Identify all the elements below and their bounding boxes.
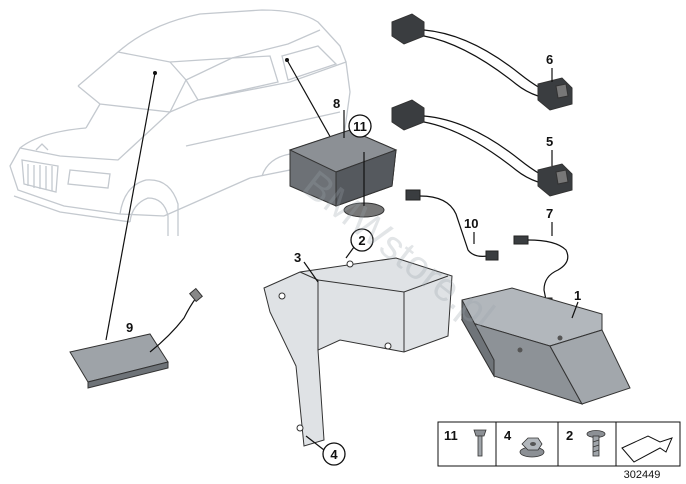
leader-line-8: [286, 59, 333, 141]
callout-10: 10: [464, 216, 478, 231]
part-8-control-unit: [288, 129, 398, 218]
leader-line-1: [571, 301, 579, 319]
callout-4-circle: [322, 442, 346, 466]
callout-2: 2: [358, 233, 365, 248]
direction-arrow-icon: [621, 435, 673, 463]
bolt-icon: [586, 430, 606, 457]
leader-line-2: [345, 246, 355, 259]
part-6-cable: [391, 13, 573, 111]
callout-4: 4: [330, 447, 338, 462]
fastener-legend: 11 4 2: [437, 421, 681, 467]
part-5-cable: [391, 99, 573, 197]
part-9-antenna: [69, 287, 203, 389]
callout-3: 3: [294, 250, 301, 265]
leader-line-3: [303, 261, 319, 283]
legend-label-4: 4: [504, 428, 512, 443]
locator-dot-8: [285, 58, 289, 62]
callout-8: 8: [333, 96, 340, 111]
callout-1: 1: [574, 288, 581, 303]
locator-dot-9: [153, 71, 157, 75]
screw-icon: [473, 429, 487, 457]
part-3-bracket: [263, 257, 453, 447]
part-10-cable: [405, 189, 499, 261]
vehicle-outline: [9, 9, 351, 236]
callout-6: 6: [546, 52, 553, 67]
legend-label-11: 11: [444, 428, 458, 443]
callout-5: 5: [546, 134, 553, 149]
part-1-module: [460, 287, 631, 405]
leader-line-4: [305, 435, 325, 451]
callout-11-circle: [348, 114, 372, 138]
callout-2-circle: [350, 228, 374, 252]
legend-label-2: 2: [566, 428, 573, 443]
callout-11: 11: [353, 119, 367, 134]
callout-9: 9: [126, 320, 133, 335]
nut-icon: [519, 437, 545, 458]
document-number: 302449: [624, 469, 661, 481]
leader-line-9: [105, 72, 156, 341]
callout-7: 7: [546, 206, 553, 221]
